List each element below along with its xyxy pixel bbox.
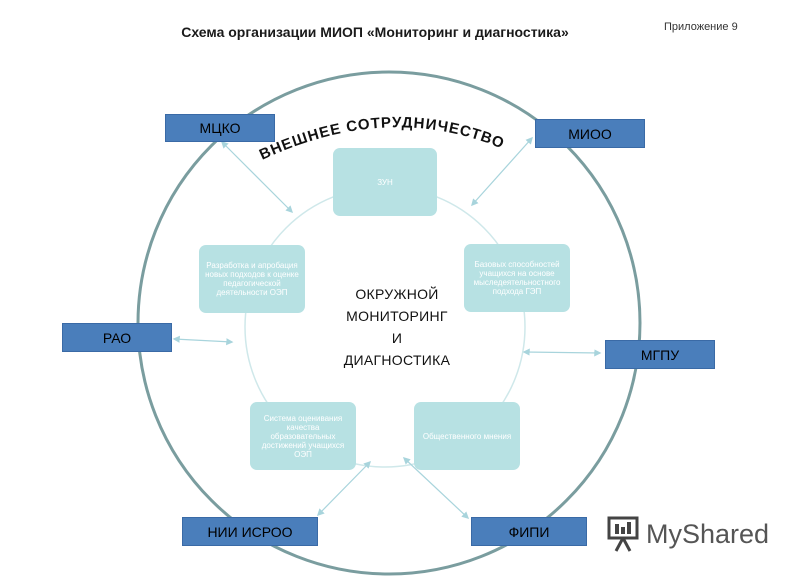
presentation-board-icon xyxy=(607,516,639,552)
center-line-3: И xyxy=(391,330,403,346)
center-line-4: ДИАГНОСТИКА xyxy=(343,352,451,368)
node-zun-label: ЗУН xyxy=(377,177,393,187)
brand-wordmark: MyShared xyxy=(646,519,769,550)
node-new-approaches: Разработка и апробация новых подходов к … xyxy=(199,245,305,313)
appendix-label: Приложение 9 xyxy=(664,21,738,33)
partner-nii: НИИ ИСРОО xyxy=(182,517,318,546)
node-public-opinion: Общественного мнения xyxy=(414,402,520,470)
partner-mioo: МИОО xyxy=(535,119,645,148)
node-public-opinion-label: Общественного мнения xyxy=(422,431,512,441)
connector-mioo xyxy=(471,136,533,207)
node-assessment-system-label: Система оценивания качества образователь… xyxy=(261,413,345,459)
partner-rao: РАО xyxy=(62,323,172,352)
connector-fipi xyxy=(402,457,470,519)
partner-mgpu: МГПУ xyxy=(605,340,715,369)
myshared-logo[interactable]: MyShared xyxy=(606,514,776,554)
brand-my: My xyxy=(646,518,682,549)
node-base-abilities-label: Базовых способностей учащихся на основе … xyxy=(473,260,561,296)
node-base-abilities: Базовых способностей учащихся на основе … xyxy=(464,244,570,312)
connector-mgpu xyxy=(522,348,602,357)
partner-mtsko: МЦКО xyxy=(165,114,275,142)
center-label: ОКРУЖНОЙ МОНИТОРИНГ И ДИАГНОСТИКА xyxy=(327,283,467,371)
center-line-2: МОНИТОРИНГ xyxy=(346,308,448,324)
diagram-title: Схема организации МИОП «Мониторинг и диа… xyxy=(181,24,569,40)
partner-fipi: ФИПИ xyxy=(471,517,587,546)
node-assessment-system: Система оценивания качества образователь… xyxy=(250,402,356,470)
connector-nii xyxy=(316,460,372,517)
connector-mtsko xyxy=(220,140,294,214)
center-line-1: ОКРУЖНОЙ xyxy=(355,286,439,302)
node-zun: ЗУН xyxy=(333,148,437,216)
connector-rao xyxy=(172,335,234,346)
node-new-approaches-label: Разработка и апробация новых подходов к … xyxy=(205,261,299,297)
brand-shared: Shared xyxy=(682,518,770,549)
